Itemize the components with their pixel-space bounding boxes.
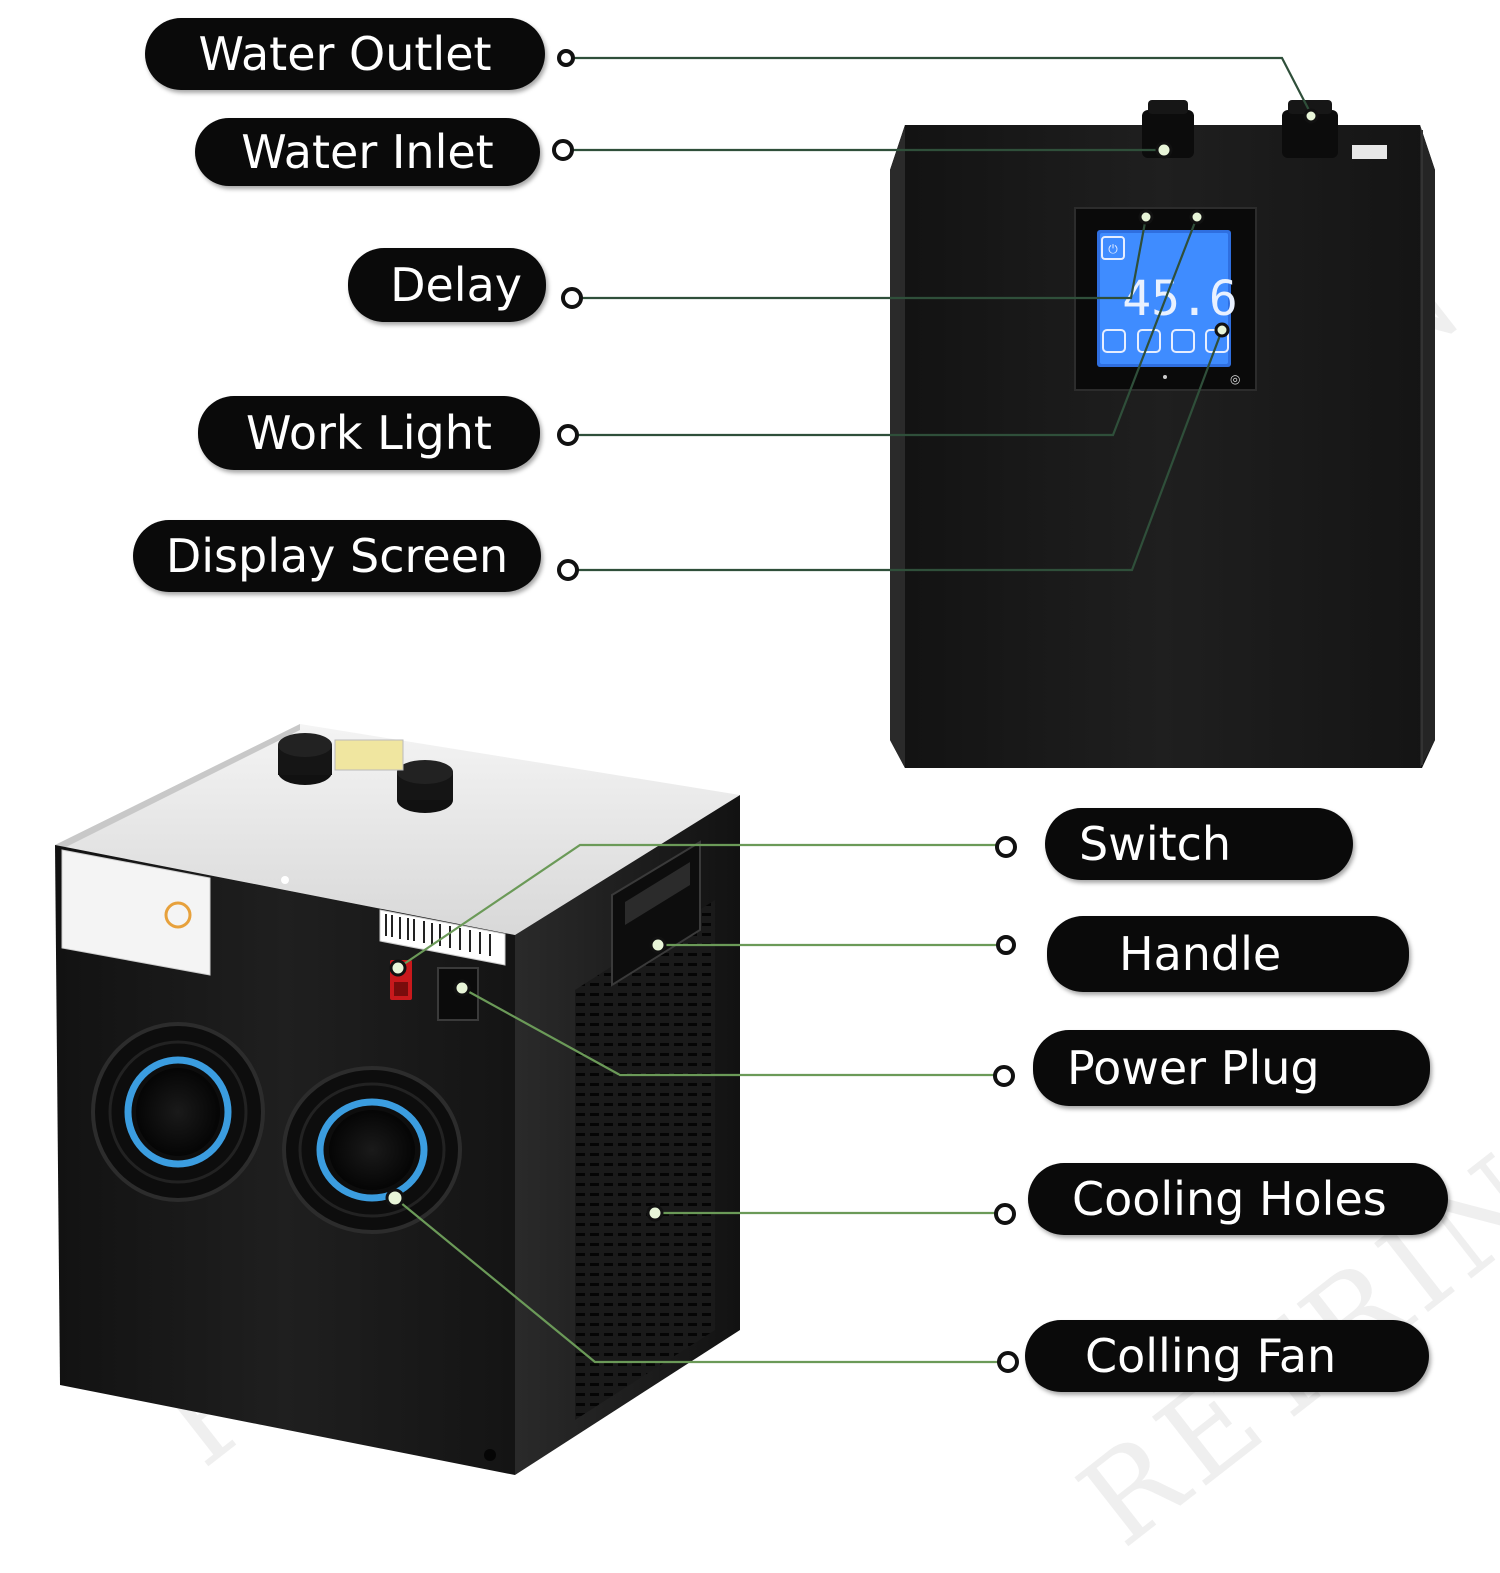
label-text: Power Plug	[1067, 1041, 1320, 1095]
label-text: Water Inlet	[241, 125, 494, 179]
label-text: Water Outlet	[198, 27, 492, 81]
label-anchor-dots	[552, 49, 1019, 1373]
svg-text:◎: ◎	[1230, 372, 1240, 386]
label-text: Delay	[390, 258, 522, 312]
target-dots	[385, 108, 1319, 1222]
cooling-fan-right	[282, 1066, 462, 1234]
diagram-canvas: RETRIN RETRIN RETRIN	[55, 18, 1500, 1573]
chiller-front-view: ⏻ 45.6 ◎	[890, 100, 1435, 768]
label-power-plug: Power Plug	[1033, 1030, 1430, 1106]
cooling-fan-left	[91, 1022, 265, 1202]
device-illustration: ⏻ 45.6 ◎	[55, 49, 1435, 1475]
cooling-vents	[575, 900, 715, 1420]
label-text: Colling Fan	[1085, 1329, 1337, 1383]
water-outlet-connector	[1282, 110, 1338, 158]
label-handle: Handle	[1047, 916, 1409, 992]
label-text: Work Light	[246, 406, 492, 460]
label-text: Handle	[1119, 927, 1282, 981]
label-water-outlet: Water Outlet	[145, 18, 545, 90]
leader-lines	[394, 56, 1313, 1364]
label-text: Switch	[1079, 817, 1232, 871]
label-text: Display Screen	[165, 529, 509, 583]
lcd-reading: 45.6	[1122, 271, 1238, 327]
label-switch: Switch	[1045, 808, 1353, 880]
water-inlet-connector	[1142, 110, 1194, 158]
label-water-inlet: Water Inlet	[195, 118, 540, 186]
label-delay: Delay	[348, 248, 546, 322]
chiller-rear-view	[55, 724, 740, 1475]
label-cooling-holes: Cooling Holes	[1028, 1163, 1448, 1235]
label-colling-fan: Colling Fan	[1025, 1320, 1429, 1392]
label-work-light: Work Light	[198, 396, 540, 470]
svg-text:⏻: ⏻	[1108, 242, 1118, 256]
label-text: Cooling Holes	[1072, 1172, 1387, 1226]
label-display-screen: Display Screen	[133, 520, 541, 592]
